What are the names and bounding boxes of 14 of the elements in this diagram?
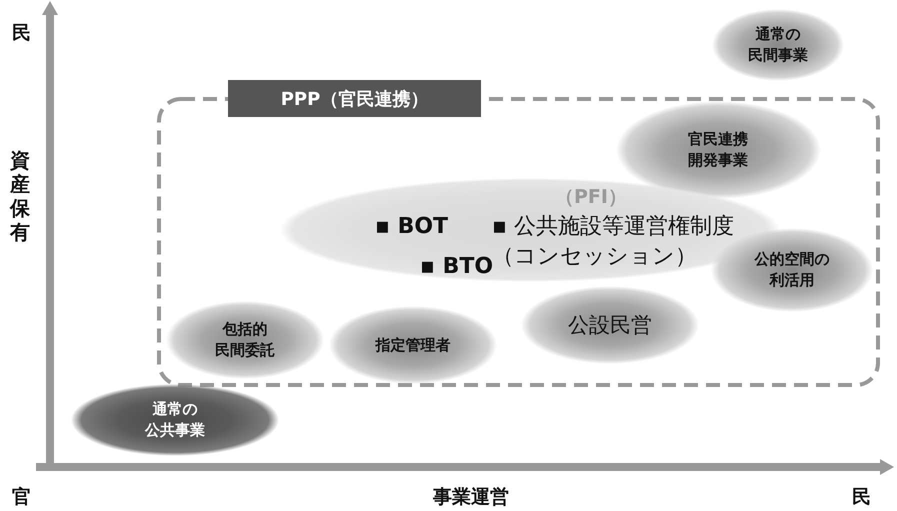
bullet-text: ▪ BTO <box>420 253 494 281</box>
category-ellipse: 官民連携開発事業 <box>616 101 820 199</box>
axis-label: 民 <box>852 485 871 510</box>
axis-label: 民 <box>12 21 31 46</box>
bullet-text: ▪ BOT <box>375 213 448 241</box>
axis-label: 事業運営 <box>433 485 509 510</box>
category-ellipse: 通常の民間事業 <box>712 9 844 81</box>
category-ellipse: 通常の公共事業 <box>71 384 279 456</box>
heading-bar: PPP（官民連携） <box>228 80 481 117</box>
axis-label: 官 <box>12 485 31 510</box>
axis-label: 資産保有 <box>10 148 31 244</box>
category-ellipse: 指定管理者 <box>329 306 497 384</box>
category-ellipse: 包括的民間委託 <box>166 301 324 379</box>
category-ellipse: 公設民営 <box>521 286 699 364</box>
